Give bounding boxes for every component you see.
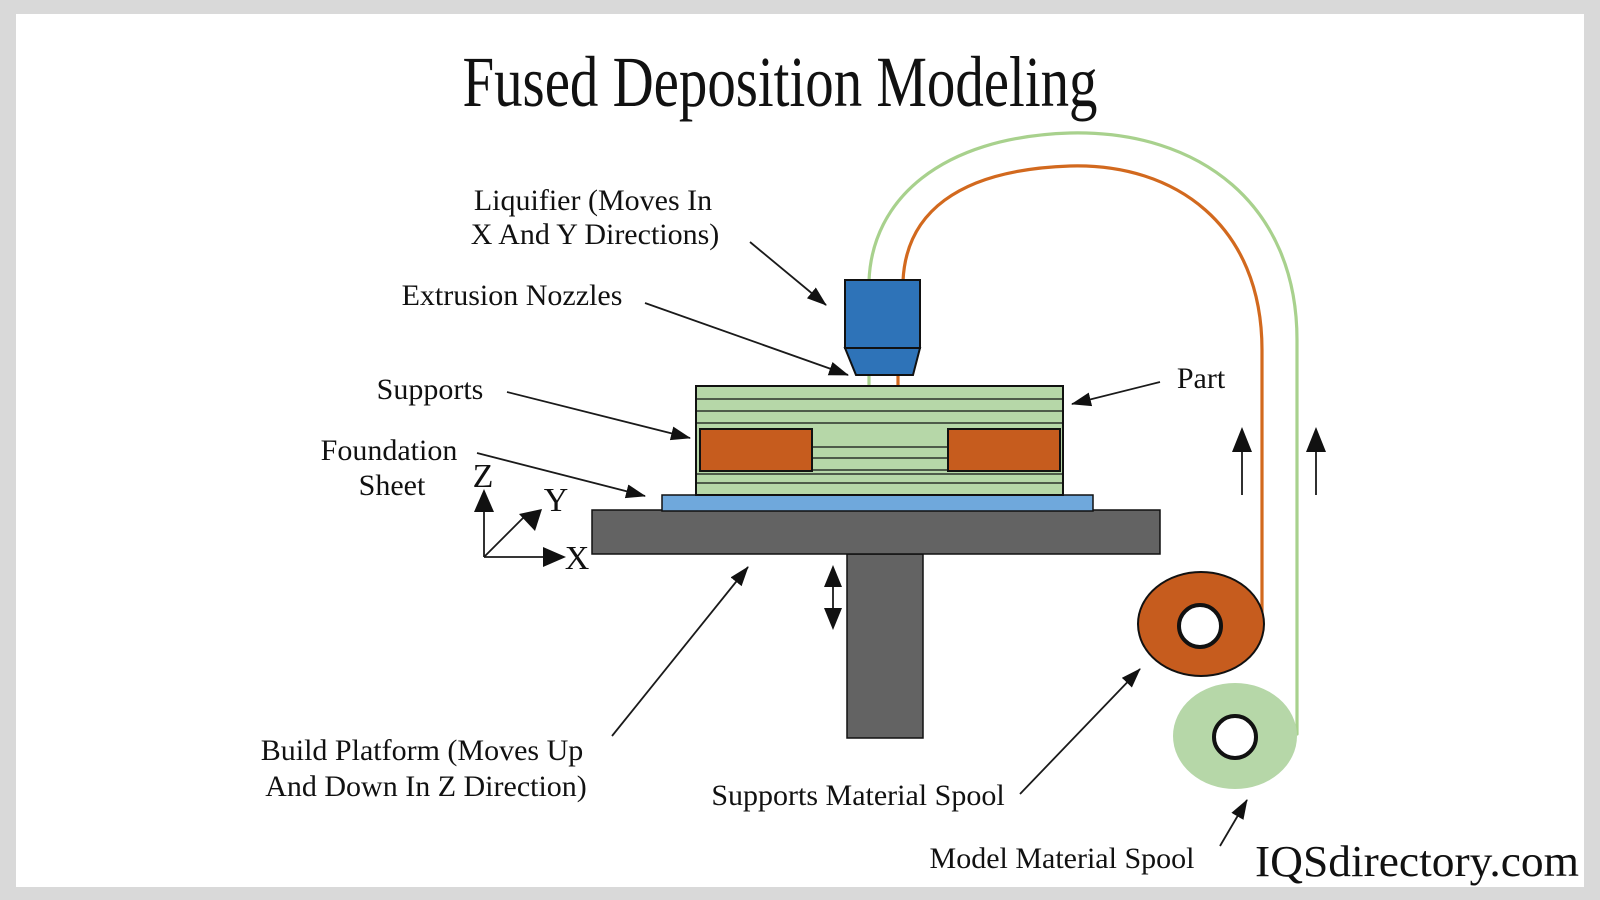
support-block-right — [947, 428, 1061, 472]
axis-arrow-icon — [543, 547, 566, 567]
axis-y-line — [483, 516, 525, 558]
axis-x-label: X — [565, 540, 590, 577]
leader-arrow-icon — [644, 302, 849, 376]
z-motion-arrow — [824, 565, 842, 630]
up-arrow-icon — [1306, 427, 1326, 452]
leader-arrow-icon — [506, 391, 691, 441]
label-build-platform-line2: And Down In Z Direction) — [265, 770, 587, 803]
label-build-platform-line1: Build Platform (Moves Up — [261, 734, 584, 767]
model-spool-hub — [1212, 714, 1258, 760]
label-liquifier-line1: Liquifier (Moves In — [474, 184, 712, 217]
label-part: Part — [1177, 362, 1226, 395]
label-foundation-line2: Sheet — [359, 469, 426, 502]
leader-arrow-icon — [1071, 381, 1161, 407]
up-down-arrow-icon — [824, 608, 842, 630]
axis-arrow-icon — [519, 509, 542, 531]
page-title: Fused Deposition Modeling — [463, 42, 1098, 122]
up-arrow-icon — [1232, 427, 1252, 452]
axis-arrow-icon — [474, 489, 494, 512]
support-block-left — [699, 428, 813, 472]
build-platform-stem — [846, 553, 924, 739]
leader-arrow-icon — [1219, 799, 1248, 847]
supports-material-spool — [1137, 571, 1265, 677]
build-platform-bar — [591, 509, 1161, 555]
label-liquifier-line2: X And Y Directions) — [471, 218, 720, 251]
foundation-sheet-shape — [661, 494, 1094, 512]
leader-arrow-icon — [611, 566, 749, 737]
label-supports: Supports — [377, 373, 484, 406]
model-material-spool — [1173, 683, 1297, 789]
liquifier-body — [844, 279, 921, 349]
leader-arrow-icon — [476, 452, 646, 499]
supports-spool-hub — [1177, 603, 1223, 649]
leader-arrow-icon — [1019, 668, 1141, 795]
coordinate-axes: Z Y X — [473, 458, 590, 577]
axis-y-label: Y — [544, 482, 569, 519]
extrusion-nozzle-shape — [843, 347, 922, 376]
label-model-material-spool: Model Material Spool — [930, 842, 1195, 875]
label-foundation-line1: Foundation — [321, 434, 458, 467]
label-extrusion-nozzles: Extrusion Nozzles — [402, 279, 623, 312]
leader-arrow-icon — [749, 241, 827, 306]
support-filament-line — [901, 164, 1264, 624]
label-supports-material-spool: Supports Material Spool — [711, 779, 1004, 812]
watermark-text: IQSdirectory.com — [1255, 837, 1579, 886]
axis-z-label: Z — [473, 458, 494, 495]
part-layer-lines — [696, 398, 1063, 484]
filament-feed-arrows — [1232, 427, 1326, 495]
up-down-arrow-icon — [824, 565, 842, 587]
model-filament-line — [867, 131, 1299, 736]
